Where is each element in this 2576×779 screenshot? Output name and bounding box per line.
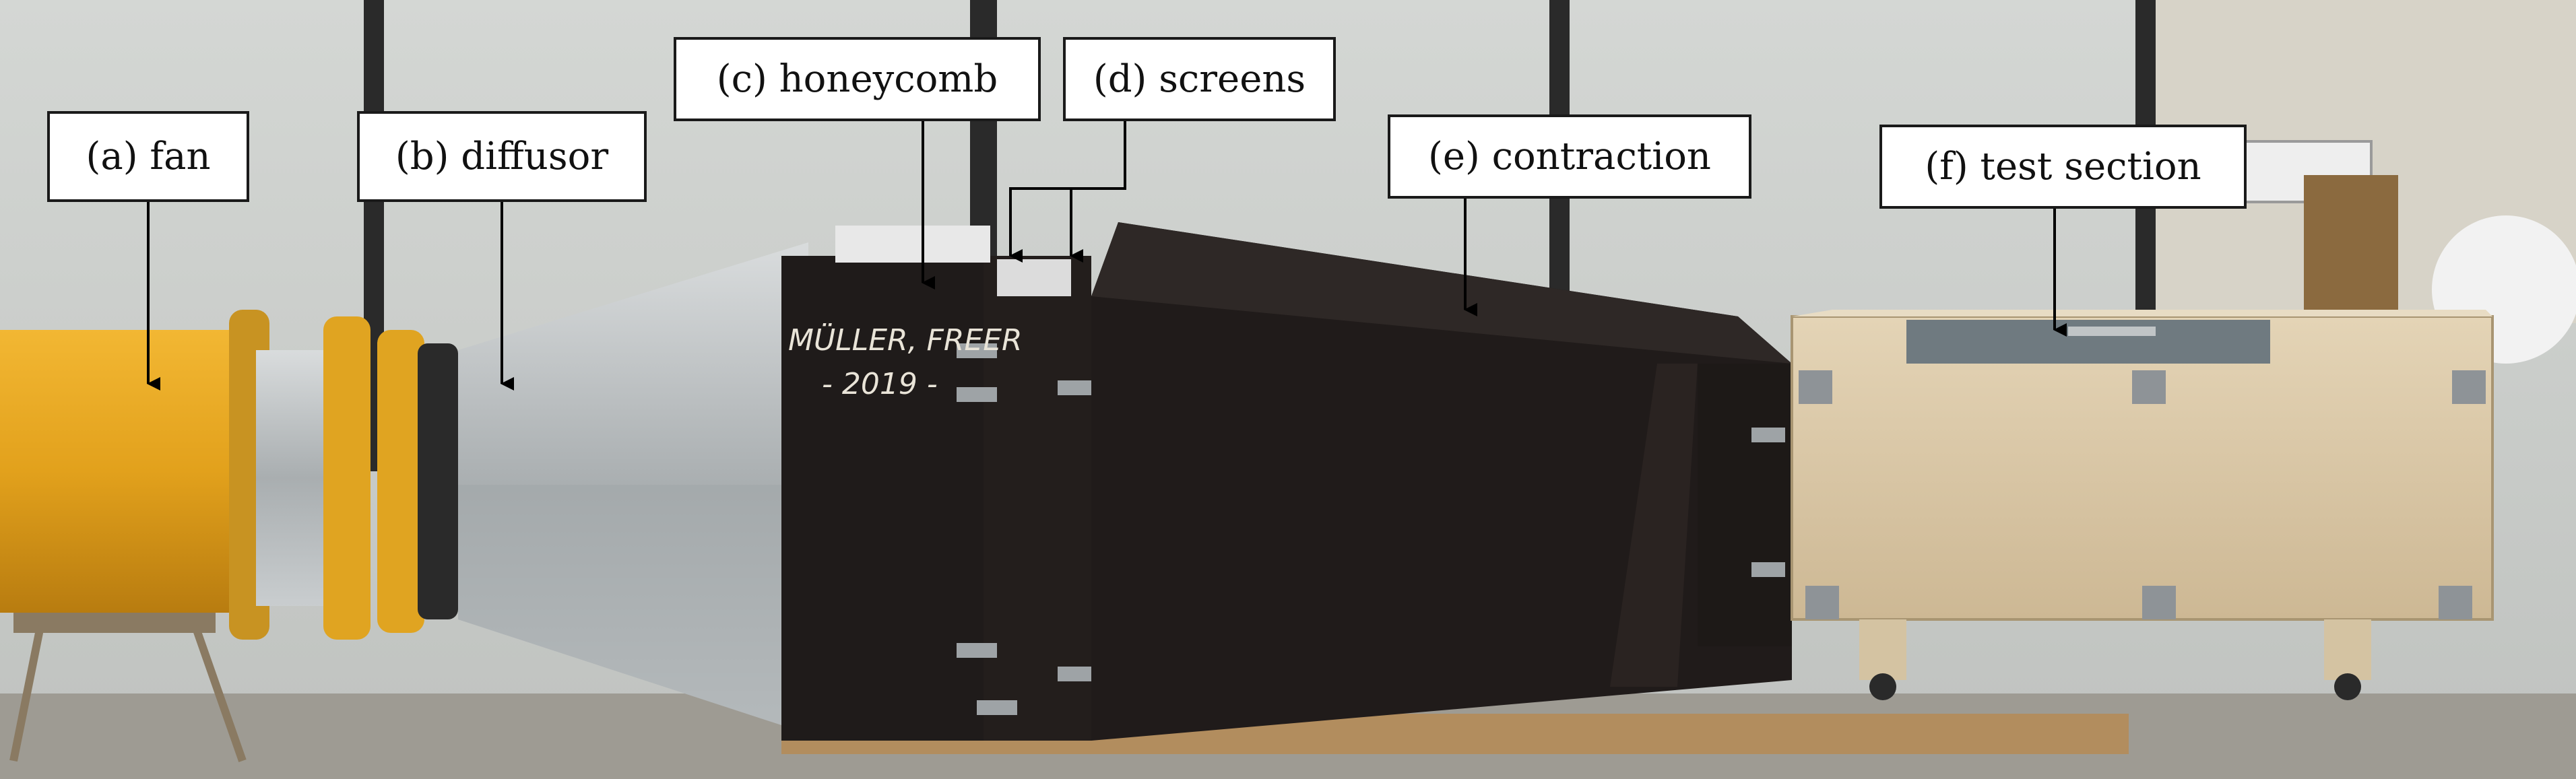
settling-chamber-screens (984, 256, 1091, 741)
test-section-box (1791, 315, 2494, 621)
inscription-line1: MÜLLER, FREER (788, 323, 1023, 358)
contraction-top (1091, 222, 1792, 364)
test-section-bar (2068, 327, 2156, 336)
flange-ring (323, 316, 371, 640)
contraction-body (1091, 222, 1792, 741)
cabinet (2304, 175, 2398, 323)
rubber-ring (418, 343, 458, 619)
contraction-flap (1610, 364, 1698, 687)
label-honeycomb: (c) honeycomb (674, 37, 1041, 121)
fan-stand (13, 613, 216, 633)
inscription-line2: - 2019 - (822, 367, 938, 401)
label-fan: (a) fan (47, 111, 249, 202)
contraction-outlet (1698, 364, 1792, 646)
settling-chamber-honeycomb (781, 256, 984, 741)
label-contraction: (e) contraction (1388, 114, 1751, 199)
label-diffusor: (b) diffusor (357, 111, 647, 202)
label-screens: (d) screens (1063, 37, 1336, 121)
test-section-window (1906, 320, 2270, 364)
toggle-clamps (957, 343, 1098, 715)
label-test-section: (f) test section (1879, 125, 2247, 209)
screens-top (997, 259, 1071, 296)
test-section-top (1792, 310, 2492, 316)
flange-ring (377, 330, 424, 633)
fan-duct (0, 330, 229, 613)
leader-arrows (147, 121, 2067, 391)
honeycomb-top (835, 226, 990, 263)
corner-brackets (1799, 370, 2486, 619)
